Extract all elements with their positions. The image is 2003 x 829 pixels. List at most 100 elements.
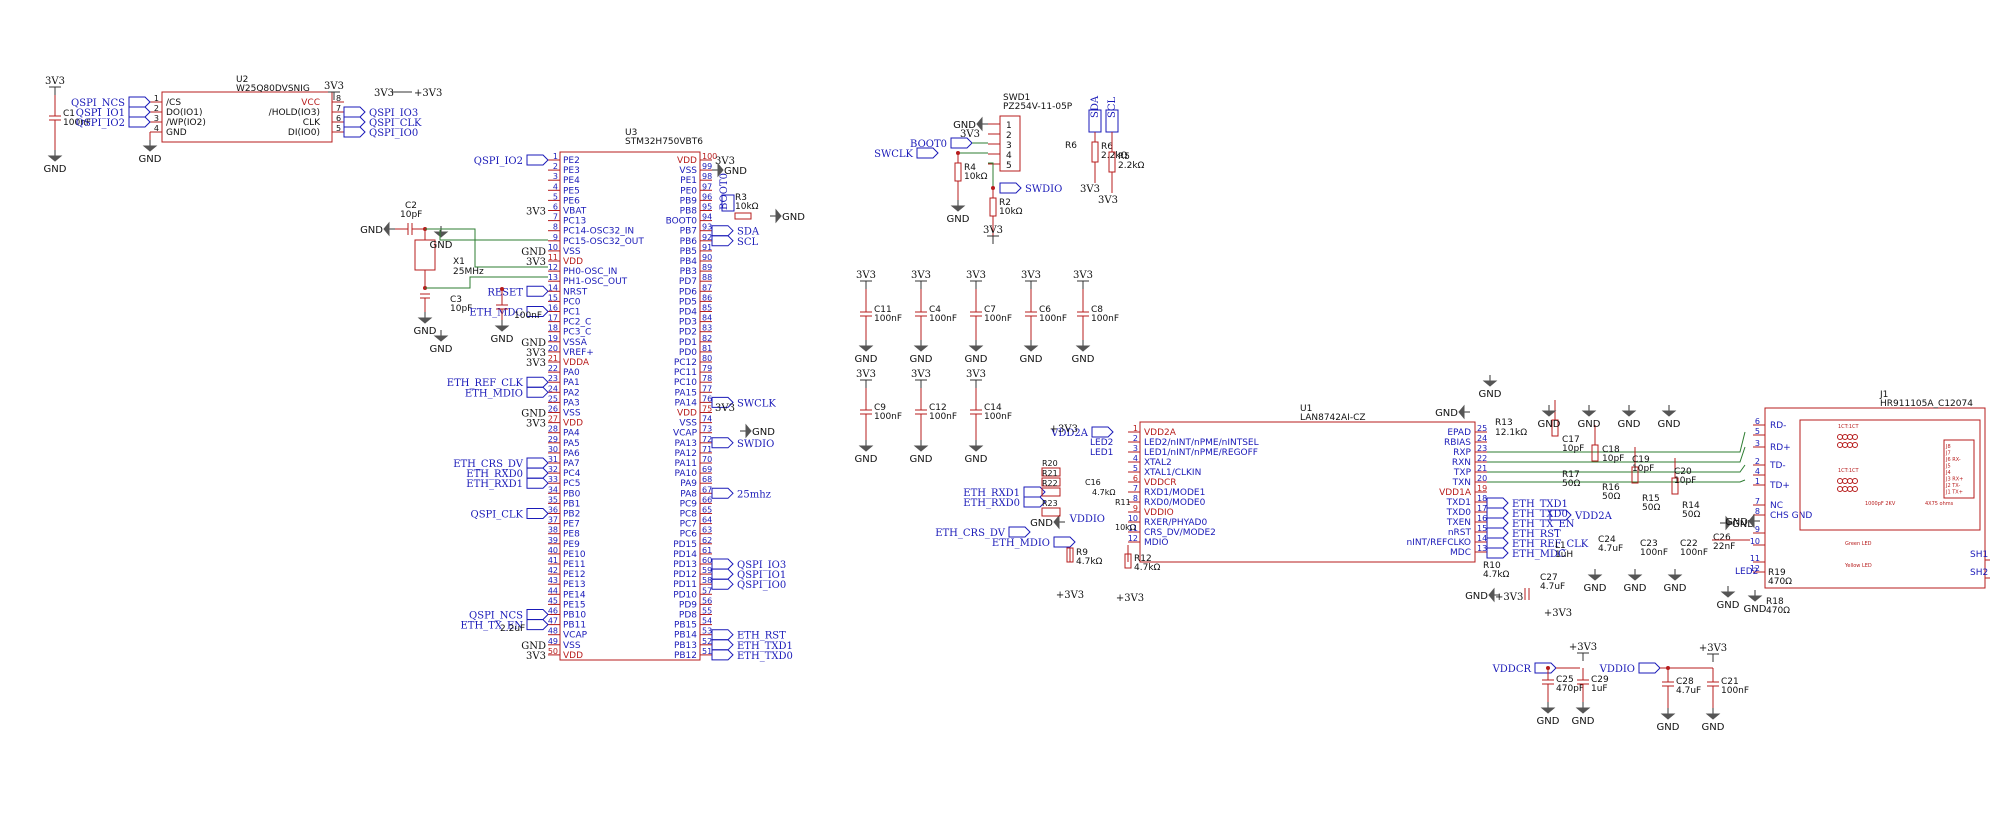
u3-body [559,151,701,661]
net-flag [1486,517,1509,529]
r3-gnd: GND [782,212,805,223]
u1-pin-num: 22 [1477,454,1487,463]
u3-pin-name: VDD [677,156,697,166]
u2-net-7: QSPI_IO3 [369,108,418,119]
net-flag [526,457,549,469]
term-r [1631,466,1639,484]
u3-pin-name: PA9 [680,479,697,489]
j1-pin-num: 6 [1755,417,1760,426]
u3-pin-num: 93 [702,223,712,232]
term-cap-ref: C18 [1602,445,1620,455]
u1-net-vddio: VDDIO [1069,514,1105,525]
j1-pin-num: 5 [1755,427,1760,436]
u3-pin-name: PD3 [679,318,697,328]
bcap-gnd: GND [1572,716,1595,727]
dcap-gnd: GND [965,354,988,365]
coil [1842,442,1848,448]
u3-pin-name: PC12 [674,358,697,368]
r19-ref: R19 [1768,568,1786,578]
u3-pin-name: PA3 [563,398,580,408]
eth-rx-wire [1487,431,1746,453]
j1-part: HR911105A_C12074 [1880,399,1973,409]
u1-gnd-top: GND [1435,408,1458,419]
u1-pin-name: TXD0 [1446,508,1472,518]
r10-ref: R10 [1483,561,1501,571]
u1-pin-num: 24 [1477,434,1487,443]
u3-pin-num: 16 [548,304,558,313]
u3-pin-num: 75 [702,405,712,414]
u3-pin-num: 96 [702,192,712,201]
net-flag [1486,507,1509,519]
u3-pin-num: 8 [553,223,558,232]
swd-ref: SWD1 [1003,93,1030,103]
u3-net-left: QSPI_CLK [471,510,524,521]
u3-pin-name: PB7 [680,227,697,237]
u3-pin-num: 34 [548,485,558,494]
u1-net-led1: LED1 [1090,448,1113,458]
u2-net-3: QSPI_IO2 [76,118,125,129]
r10-val: 4.7kΩ [1483,570,1510,580]
u1-pin-name: RXD0/MODE0 [1144,498,1206,508]
u3-pin-num: 82 [702,334,712,343]
u3-net-left: RESET [487,287,523,298]
u3-pin-name: VDD [563,419,583,429]
u3-pin-num: 70 [702,455,712,464]
u3-net-right: SDA [737,227,760,238]
net-flag [526,154,549,166]
u1-pin-name: VDDIO [1144,508,1174,518]
u3-pin-name: PB13 [674,641,697,651]
u3-pin-name: PC13 [563,217,586,227]
ground-symbol [1587,574,1603,581]
term-gnd-top: GND [1658,419,1681,430]
u3-pin-name: PB15 [674,621,697,631]
ground-symbol [417,317,433,324]
ground-symbol [1621,410,1637,417]
u3-pin-num: 53 [702,627,712,636]
eth-r [1041,487,1061,497]
term-gnd-bot: GND [1624,583,1647,594]
u2-ref: U2 [236,75,248,85]
u3-pin-num: 30 [548,445,558,454]
c3-gnd: GND [414,326,437,337]
u1-net-right: ETH_MDC [1512,549,1566,560]
j1-gnd-a: GND [1744,604,1767,615]
eth-r-ref: R21 [1042,469,1058,478]
u3-pin-num: 79 [702,364,712,373]
j1-pin-name: RD- [1770,421,1786,431]
u3-net-left: ETH_RXD1 [466,479,523,490]
u3-pin-num: 19 [548,334,558,343]
j1-pin-num: 7 [1755,497,1760,506]
u3-pin-name: VSS [563,409,581,419]
wire [988,162,994,188]
net-flag [343,106,366,118]
j1-side-label: J2 TX- [1945,483,1960,489]
u3-pin-num: 22 [548,364,558,373]
net-flag [999,182,1022,194]
ground-symbol [1660,713,1676,720]
eth-r-ref: R23 [1042,499,1058,508]
u3-pin-num: 9 [553,233,558,242]
term-r [1671,477,1679,495]
u3-pin-num: 83 [702,324,712,333]
u3-pin-name: PC5 [563,479,580,489]
net-flag [1091,426,1114,438]
u3-pwr-label: 3V3 [526,257,546,268]
net-flag [711,396,734,408]
r2-ref: R2 [999,198,1011,208]
u3-pin-name: PA11 [675,459,697,469]
eth-cap-ref: C26 [1713,533,1731,543]
u2-pin-name: DI(IO0) [288,128,320,138]
u1-pin-name: XTAL2 [1144,458,1172,468]
ground-symbol [1747,595,1763,602]
net-flag [1053,536,1076,548]
u3-pin-name: PB5 [680,247,697,257]
swd-3v3: 3V3 [960,129,980,140]
eth-cap-val: 100nF [1640,548,1668,558]
coil [1852,442,1858,448]
term-val: 50Ω [1562,479,1580,489]
u3-pin-name: VDD [563,651,583,661]
u3-pin-name: PC3_C [563,328,591,338]
u3-pin-num: 40 [548,546,558,555]
term-ref: R16 [1602,483,1620,493]
